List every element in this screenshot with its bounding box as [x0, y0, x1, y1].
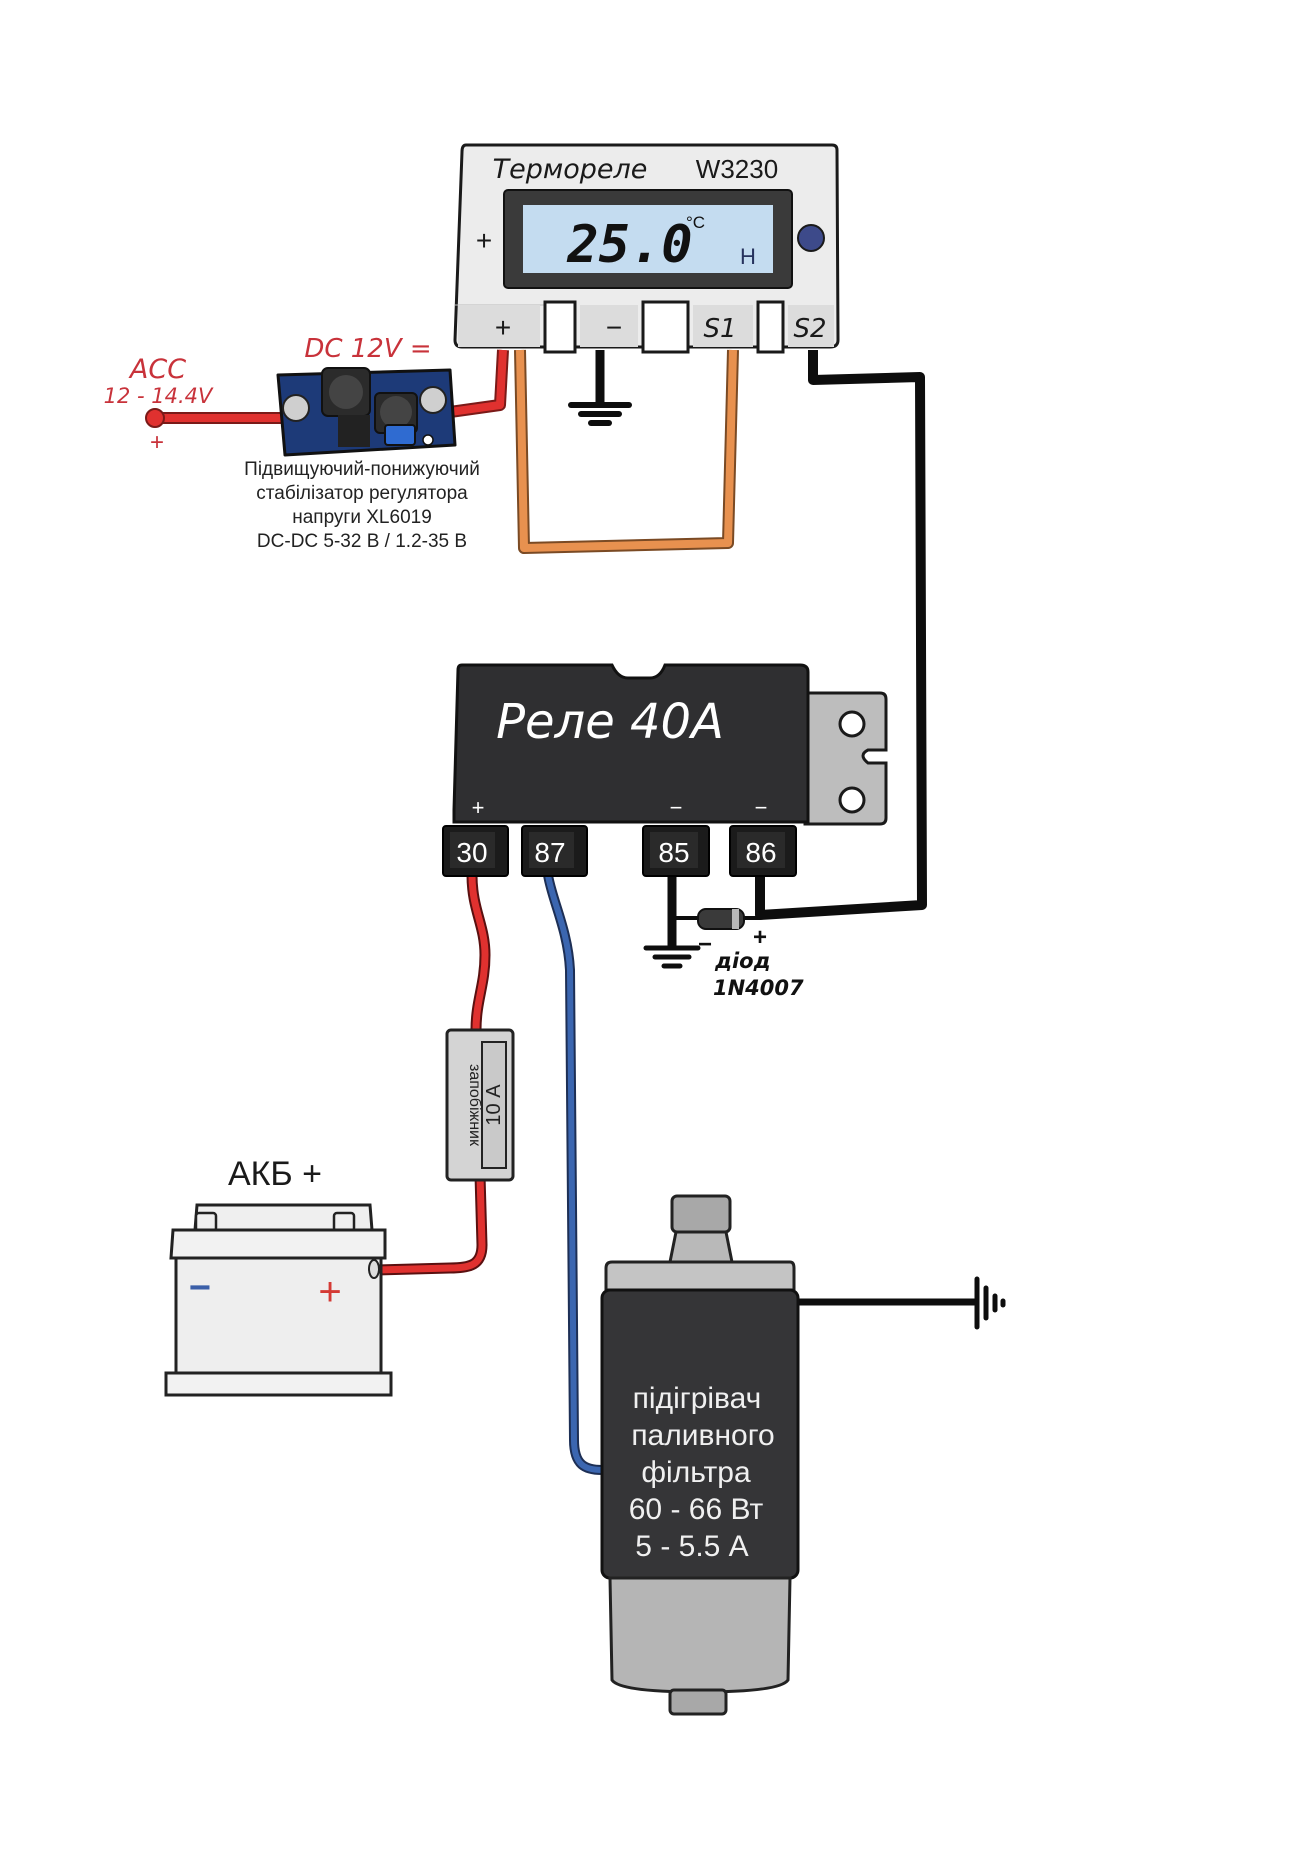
diode-minus: −: [698, 931, 712, 958]
ground-icon: [974, 1276, 1006, 1330]
heater-label-line: фільтра: [641, 1456, 751, 1489]
diode-label: діод: [714, 949, 771, 973]
battery-label: АКБ +: [228, 1155, 322, 1193]
pin-86-polarity: −: [755, 795, 768, 820]
diode-plus: +: [753, 924, 767, 951]
dc-module-caption: Підвищуючий-понижуючий стабілізатор регу…: [244, 459, 480, 552]
acc-polarity: +: [150, 429, 164, 456]
acc-voltage-range: 12 - 14.4V: [104, 384, 214, 408]
lcd-mode-indicator: H: [740, 244, 756, 269]
pin-85-polarity: −: [670, 795, 683, 820]
wire-jumper-plus-to-s1: [514, 349, 739, 554]
diode-part-number: 1N4007: [713, 976, 804, 1000]
caption-line: Підвищуючий-понижуючий: [244, 459, 480, 480]
thermostat-terminals: + − S1 S2: [455, 300, 834, 354]
lcd-temperature: 25.0: [566, 215, 692, 275]
acc-power-source: ACC 12 - 14.4V +: [104, 354, 214, 456]
acc-label: ACC: [128, 354, 186, 385]
ground-icon: [568, 402, 632, 426]
lcd-unit: °C: [686, 213, 705, 232]
heater-label-line: підігрівач: [633, 1382, 762, 1415]
thermostat-title: Терморелe: [493, 154, 648, 185]
terminal-s1: S1: [703, 314, 736, 344]
relay-title: Реле 40А: [496, 694, 724, 750]
thermostat-model: W3230: [696, 154, 778, 184]
pin-label: 85: [658, 837, 689, 868]
dc-output-label: DC 12V =: [304, 334, 431, 364]
battery: АКБ + − +: [164, 1155, 393, 1397]
thermostat-relay: Терморелe W3230 + 25.0 °C H + − S1 S2: [453, 143, 840, 354]
battery-minus: −: [189, 1267, 211, 1309]
caption-line: стабілізатор регулятора: [256, 483, 468, 504]
relay-mounting-bracket: [803, 691, 888, 826]
battery-plus: +: [318, 1270, 341, 1314]
relay-pin-87: 87: [521, 825, 588, 877]
heater-power-rating: 60 - 66 Вт: [629, 1493, 764, 1526]
relay-pin-85: 85: [642, 825, 710, 877]
heater-current-rating: 5 - 5.5 А: [635, 1530, 748, 1563]
relay-40a: Реле 40А + − − 30 87 85 86: [442, 663, 888, 877]
terminal-s2: S2: [793, 314, 826, 344]
pin-label: 87: [534, 837, 565, 868]
heater-label-line: паливного: [631, 1419, 774, 1452]
relay-pin-30: 30: [442, 825, 509, 877]
pin-label: 86: [745, 837, 776, 868]
caption-line: DC-DC 5-32 В / 1.2-35 В: [257, 531, 467, 552]
wire-s2-to-relay-86: [755, 350, 927, 920]
fuse-10a: запобіжник 10 А: [445, 1028, 515, 1182]
relay-pin-86: 86: [729, 825, 797, 877]
terminal-plus: +: [495, 312, 511, 343]
thermostat-side-plus: +: [476, 225, 492, 256]
dc-dc-module: DC 12V = Підвищуючий-понижуючий стабіліз…: [244, 334, 480, 552]
thermostat-button[interactable]: [797, 224, 825, 252]
diode-1n4007: − + діод 1N4007: [697, 908, 804, 1000]
terminal-minus: −: [606, 312, 622, 343]
wires: [149, 349, 1006, 1475]
fuse-label: запобіжник: [466, 1064, 483, 1147]
ground-icon: [643, 945, 701, 969]
acc-terminal-dot: [145, 408, 165, 428]
fuel-filter-heater: підігрівач паливного фільтра 60 - 66 Вт …: [600, 1194, 800, 1716]
pin-label: 30: [456, 837, 487, 868]
caption-line: напруги XL6019: [292, 507, 432, 528]
battery-body: [174, 1256, 383, 1375]
pin-30-polarity: +: [472, 795, 485, 820]
fuse-rating: 10 А: [483, 1084, 505, 1126]
wire-fuse-to-battery: [374, 1174, 488, 1276]
